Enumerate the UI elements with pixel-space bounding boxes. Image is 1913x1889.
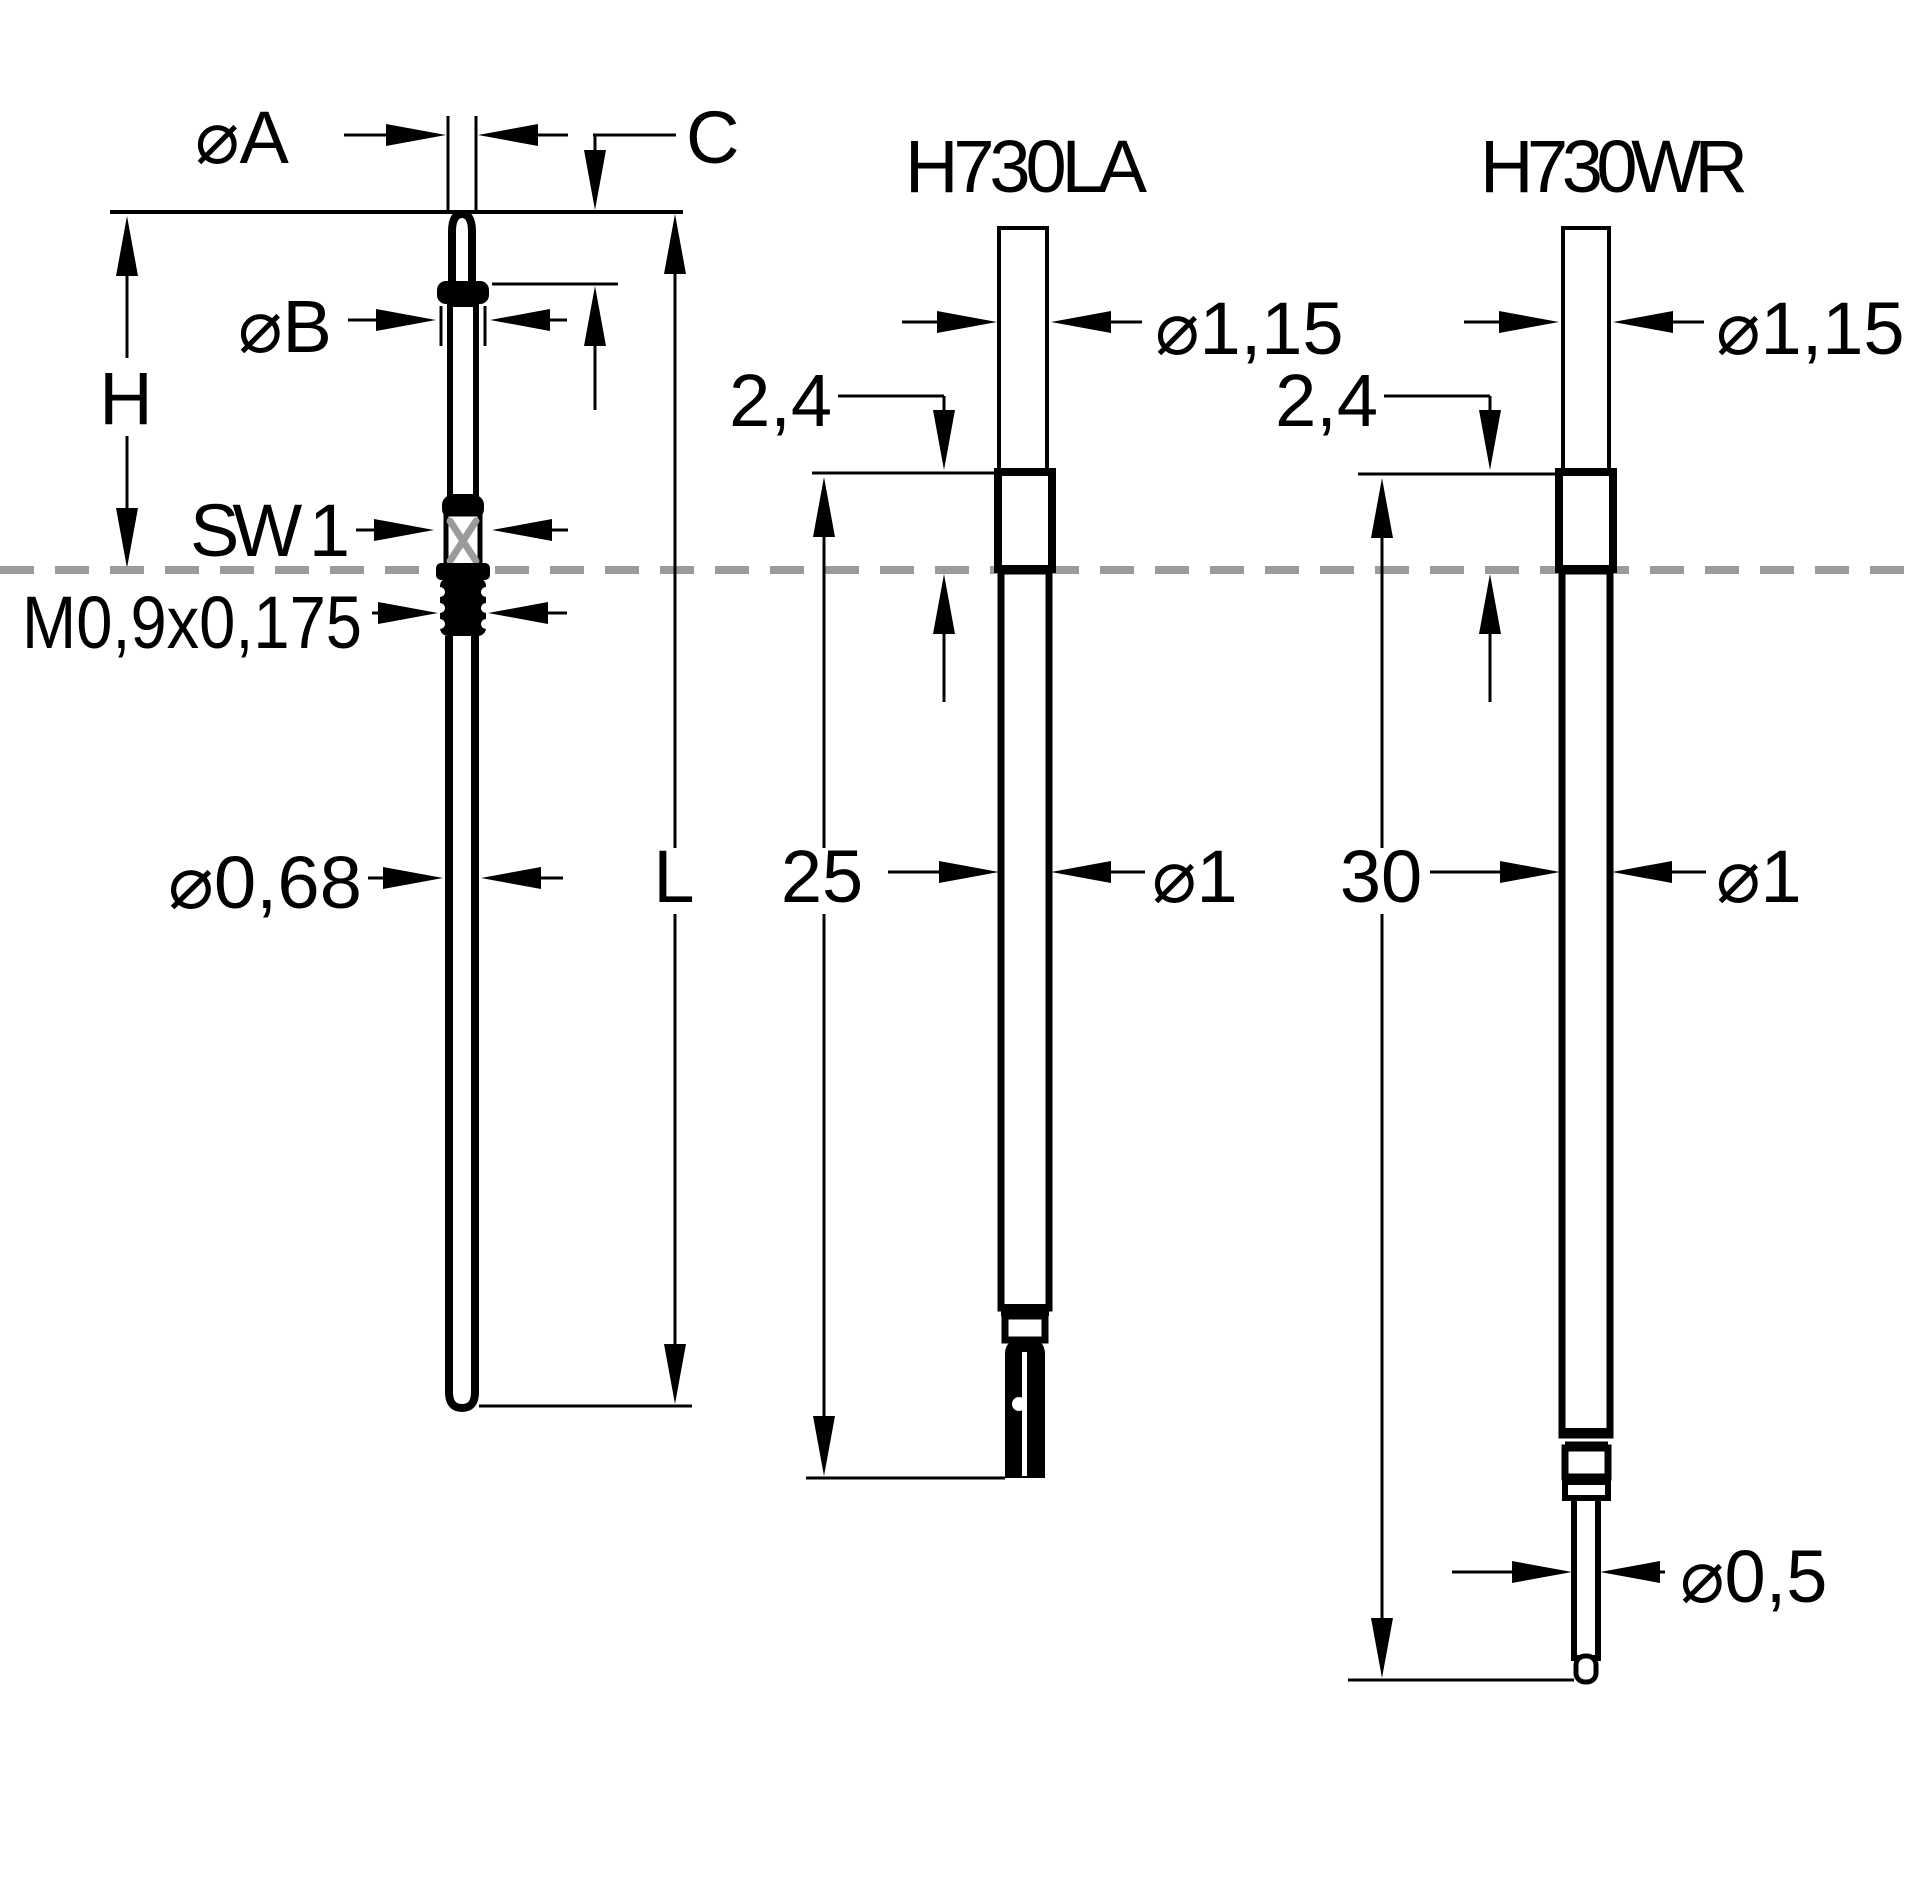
arrowhead [1051, 311, 1111, 333]
arrowhead [937, 311, 997, 333]
arrowhead [376, 309, 436, 331]
arrowhead [1600, 1561, 1660, 1583]
dimension-c: C [492, 96, 739, 410]
arrowhead [664, 214, 686, 274]
arrowhead [813, 477, 835, 537]
dimension-phi-068: ⌀0,68 [168, 841, 563, 924]
wr-barrel [1558, 567, 1614, 1439]
probe-thread [435, 578, 491, 636]
label-h: H [99, 357, 152, 440]
arrowhead [584, 150, 606, 210]
label-phi-b: ⌀B [238, 285, 332, 368]
hex-cross-mark [446, 517, 480, 565]
la-dimension-25: 25 [781, 477, 1005, 1480]
wr-head [1555, 468, 1617, 573]
dimension-thread: M0,9x0,175 [22, 581, 567, 664]
wr-label-phi-05: ⌀0,5 [1680, 1535, 1827, 1618]
title-h730la: H730LA [905, 125, 1148, 208]
probe-h730wr: H730WR ⌀1,15 2,4 [1275, 125, 1905, 1685]
arrowhead [116, 508, 138, 568]
title-h730wr: H730WR [1480, 125, 1748, 208]
arrowhead [378, 602, 438, 624]
arrowhead [933, 574, 955, 634]
wr-dimension-phi-115: ⌀1,15 [1464, 287, 1905, 370]
probe-flange [436, 563, 490, 580]
arrowhead [1051, 861, 1111, 883]
generic-probe-lower: M0,9x0,175 ⌀0,68 L [22, 214, 695, 1413]
arrowhead [1613, 311, 1673, 333]
la-tip-tube [1001, 1312, 1049, 1344]
wr-dimension-30: 30 [1340, 478, 1574, 1682]
arrowhead [1500, 861, 1560, 883]
label-l: L [653, 835, 694, 918]
probe-tip [448, 209, 476, 284]
la-top-post [997, 226, 1049, 474]
generic-probe-view: ⌀A C H ⌀B [99, 96, 739, 572]
la-label-25: 25 [781, 835, 863, 918]
wr-crimp-rings [1561, 1441, 1612, 1501]
arrowhead [481, 867, 541, 889]
la-label-24: 2,4 [729, 359, 832, 442]
label-c: C [686, 96, 739, 179]
la-barrel [997, 567, 1053, 1312]
arrowhead [488, 602, 548, 624]
wr-dimension-phi-1: ⌀1 [1430, 835, 1802, 918]
wr-dimension-24: 2,4 [1275, 359, 1557, 702]
la-label-phi-1: ⌀1 [1152, 835, 1238, 918]
wr-label-phi-115: ⌀1,15 [1716, 287, 1905, 370]
arrowhead [1499, 311, 1559, 333]
arrowhead [374, 519, 434, 541]
arrowhead [933, 410, 955, 470]
arrowhead [1512, 1561, 1572, 1583]
probe-collar [437, 281, 489, 304]
wr-label-phi-1: ⌀1 [1716, 835, 1802, 918]
probe-h730la: H730LA ⌀1,15 2,4 [729, 125, 1344, 1480]
dimension-h: H [99, 216, 153, 568]
arrowhead [1371, 1618, 1393, 1678]
arrowhead [1371, 478, 1393, 538]
arrowhead [1479, 410, 1501, 470]
la-dimension-phi-1: ⌀1 [888, 835, 1238, 918]
la-label-phi-115: ⌀1,15 [1155, 287, 1344, 370]
dimension-sw1: SW 1 [190, 489, 568, 572]
probe-lower-shaft [445, 636, 479, 1413]
dimension-phi-b: ⌀B [238, 285, 567, 368]
arrowhead [584, 286, 606, 346]
arrowhead [813, 1416, 835, 1476]
la-head [994, 468, 1056, 573]
dimension-phi-a: ⌀A [195, 96, 568, 179]
arrowhead [1612, 861, 1672, 883]
probe-hex-section [442, 495, 484, 570]
label-phi-a: ⌀A [195, 96, 290, 179]
wr-plunger [1571, 1495, 1601, 1661]
dimension-l: L [653, 214, 695, 1404]
la-dimension-24: 2,4 [729, 359, 996, 702]
arrowhead [386, 124, 446, 146]
wr-plunger-tip [1573, 1653, 1599, 1685]
wr-top-post [1561, 226, 1611, 474]
arrowhead [492, 519, 552, 541]
label-thread: M0,9x0,175 [22, 581, 362, 664]
wr-dimension-phi-05: ⌀0,5 [1452, 1535, 1827, 1618]
arrowhead [490, 309, 550, 331]
wr-label-24: 2,4 [1275, 359, 1378, 442]
arrowhead [1479, 574, 1501, 634]
la-dimension-phi-115: ⌀1,15 [902, 287, 1344, 370]
wr-label-30: 30 [1340, 835, 1422, 918]
arrowhead [478, 124, 538, 146]
arrowhead [383, 867, 443, 889]
label-sw1: SW 1 [190, 489, 350, 572]
arrowhead [664, 1344, 686, 1404]
la-crown-tip [1005, 1338, 1045, 1478]
arrowhead [116, 216, 138, 276]
probe-upper-shaft [447, 301, 479, 500]
arrowhead [939, 861, 999, 883]
label-phi-068: ⌀0,68 [168, 841, 362, 924]
